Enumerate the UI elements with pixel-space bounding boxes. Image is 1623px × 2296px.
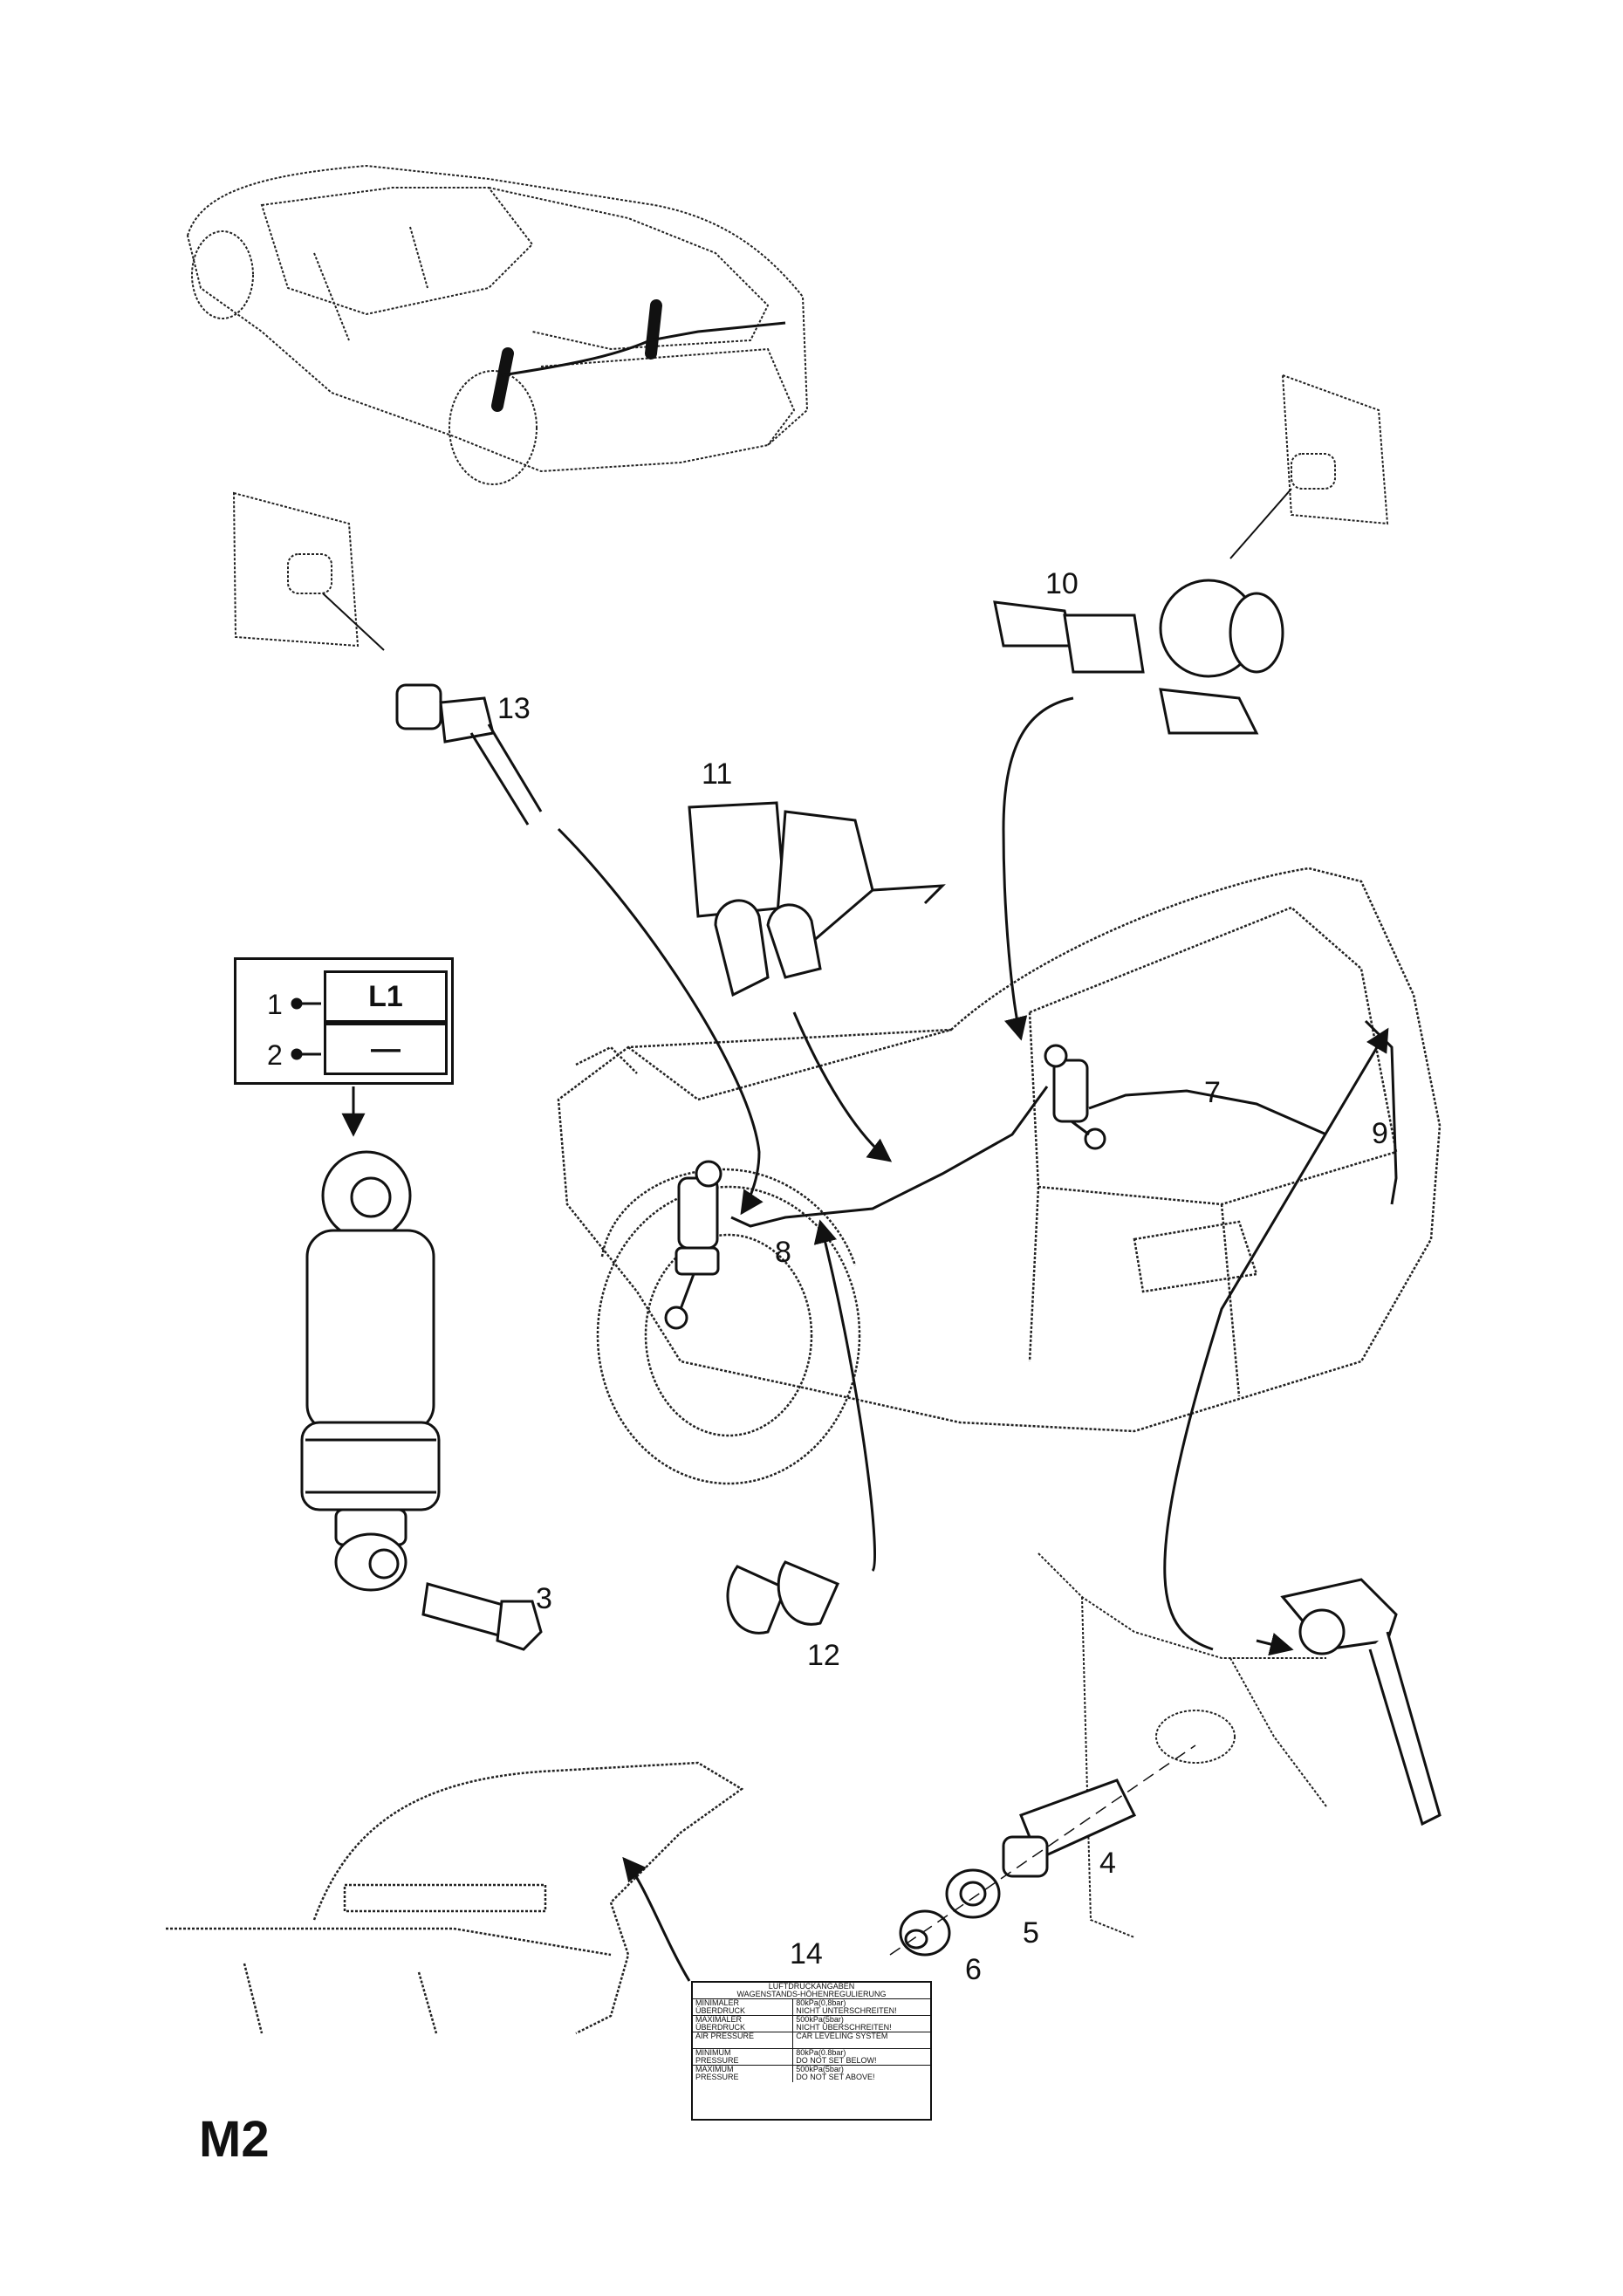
inset-left-bracket (232, 491, 360, 648)
callout-10: 10 (1045, 567, 1079, 600)
callout-5: 5 (1023, 1916, 1039, 1950)
label-max-de-value-1: 500kPa(5bar) (796, 2015, 844, 2024)
rear-shock-left (664, 1160, 722, 1330)
tailgate-illustration (166, 1761, 744, 2035)
inset-right-bracket (1281, 374, 1389, 525)
callout-7: 7 (1204, 1076, 1221, 1109)
rear-shock-right (1044, 1044, 1106, 1150)
callout-13: 13 (497, 692, 531, 725)
valve-axis (889, 1744, 1196, 1956)
label-min-en-label-2: PRESSURE (695, 2056, 739, 2065)
callout-8: 8 (775, 1236, 791, 1269)
callout-4: 4 (1099, 1847, 1116, 1880)
callout-1: 1 (267, 989, 283, 1020)
variant-row1-code: L1 (324, 970, 448, 1023)
inset-left-leader (322, 593, 385, 651)
leader-arrows (341, 696, 1389, 1982)
label-title-de-1: LUFTDRUCKANGABEN (768, 1982, 855, 1991)
label-max-en-value-2: DO NOT SET ABOVE! (796, 2073, 875, 2081)
t-connector-10 (993, 579, 1284, 735)
air-line-9 (1364, 1019, 1398, 1205)
callout-11: 11 (702, 757, 733, 791)
height-sensor (1280, 1578, 1442, 1827)
clip-12 (726, 1560, 839, 1635)
callout-6: 6 (965, 1953, 982, 1986)
label-min-de-label-1: MINIMALER (695, 1998, 740, 2007)
callout-12: 12 (807, 1639, 840, 1672)
body-bracket-lower-right (1037, 1552, 1327, 1938)
label-max-en-label-2: PRESSURE (695, 2073, 739, 2081)
overview-car-illustration (186, 164, 809, 485)
air-line-7 (1088, 1089, 1327, 1136)
label-min-en-label-1: MINIMUM (695, 2048, 731, 2057)
callout-3: 3 (536, 1582, 552, 1615)
page-code: M2 (199, 2111, 270, 2168)
variant-table: L1 — (234, 957, 454, 1085)
overview-air-line (501, 321, 786, 377)
label-title-en-1: AIR PRESSURE (693, 2032, 794, 2048)
label-title-en: AIR PRESSURE CAR LEVELING SYSTEM (693, 2032, 930, 2049)
label-max-en-label-1: MAXIMUM (695, 2065, 734, 2073)
label-min-de-value-1: 80kPa(0,8bar) (796, 1998, 846, 2007)
overview-shock-absorbers (491, 299, 662, 412)
inset-right-leader (1229, 488, 1292, 559)
variant-row2-code: — (324, 1023, 448, 1075)
air-line-8 (730, 1086, 1049, 1228)
callout-14: 14 (790, 1937, 823, 1970)
label-max-de-value-2: NICHT ÜBERSCHREITEN! (796, 2023, 892, 2032)
nut-5 (945, 1868, 1001, 1919)
label-min-de-label-2: ÜBERDRUCK (695, 2006, 746, 2015)
cap-6 (899, 1909, 951, 1957)
label-max-de-label-2: ÜBERDRUCK (695, 2023, 746, 2032)
label-min-en-value-1: 80kPa(0.8bar) (796, 2048, 846, 2057)
label-max-en-value-1: 500kPa(5bar) (796, 2065, 844, 2073)
clip-11 (688, 801, 946, 997)
label-title-de-2: WAGENSTANDS-HÖHENREGULIERUNG (736, 1990, 887, 1998)
callout-9: 9 (1372, 1117, 1388, 1150)
label-min-en-value-2: DO NOT SET BELOW! (796, 2056, 877, 2065)
connector-13 (395, 683, 543, 826)
shock-absorber-detail (300, 1150, 441, 1592)
label-title-en-2: CAR LEVELING SYSTEM (796, 2032, 888, 2040)
table-leader-lines (291, 997, 321, 1060)
label-max-de-label-1: MAXIMALER (695, 2015, 743, 2024)
rear-car-illustration (557, 867, 1442, 1485)
valve-4 (1002, 1779, 1137, 1878)
bolt-3 (421, 1582, 543, 1651)
callout-2: 2 (267, 1039, 283, 1071)
label-min-de-value-2: NICHT UNTERSCHREITEN! (796, 2006, 897, 2015)
